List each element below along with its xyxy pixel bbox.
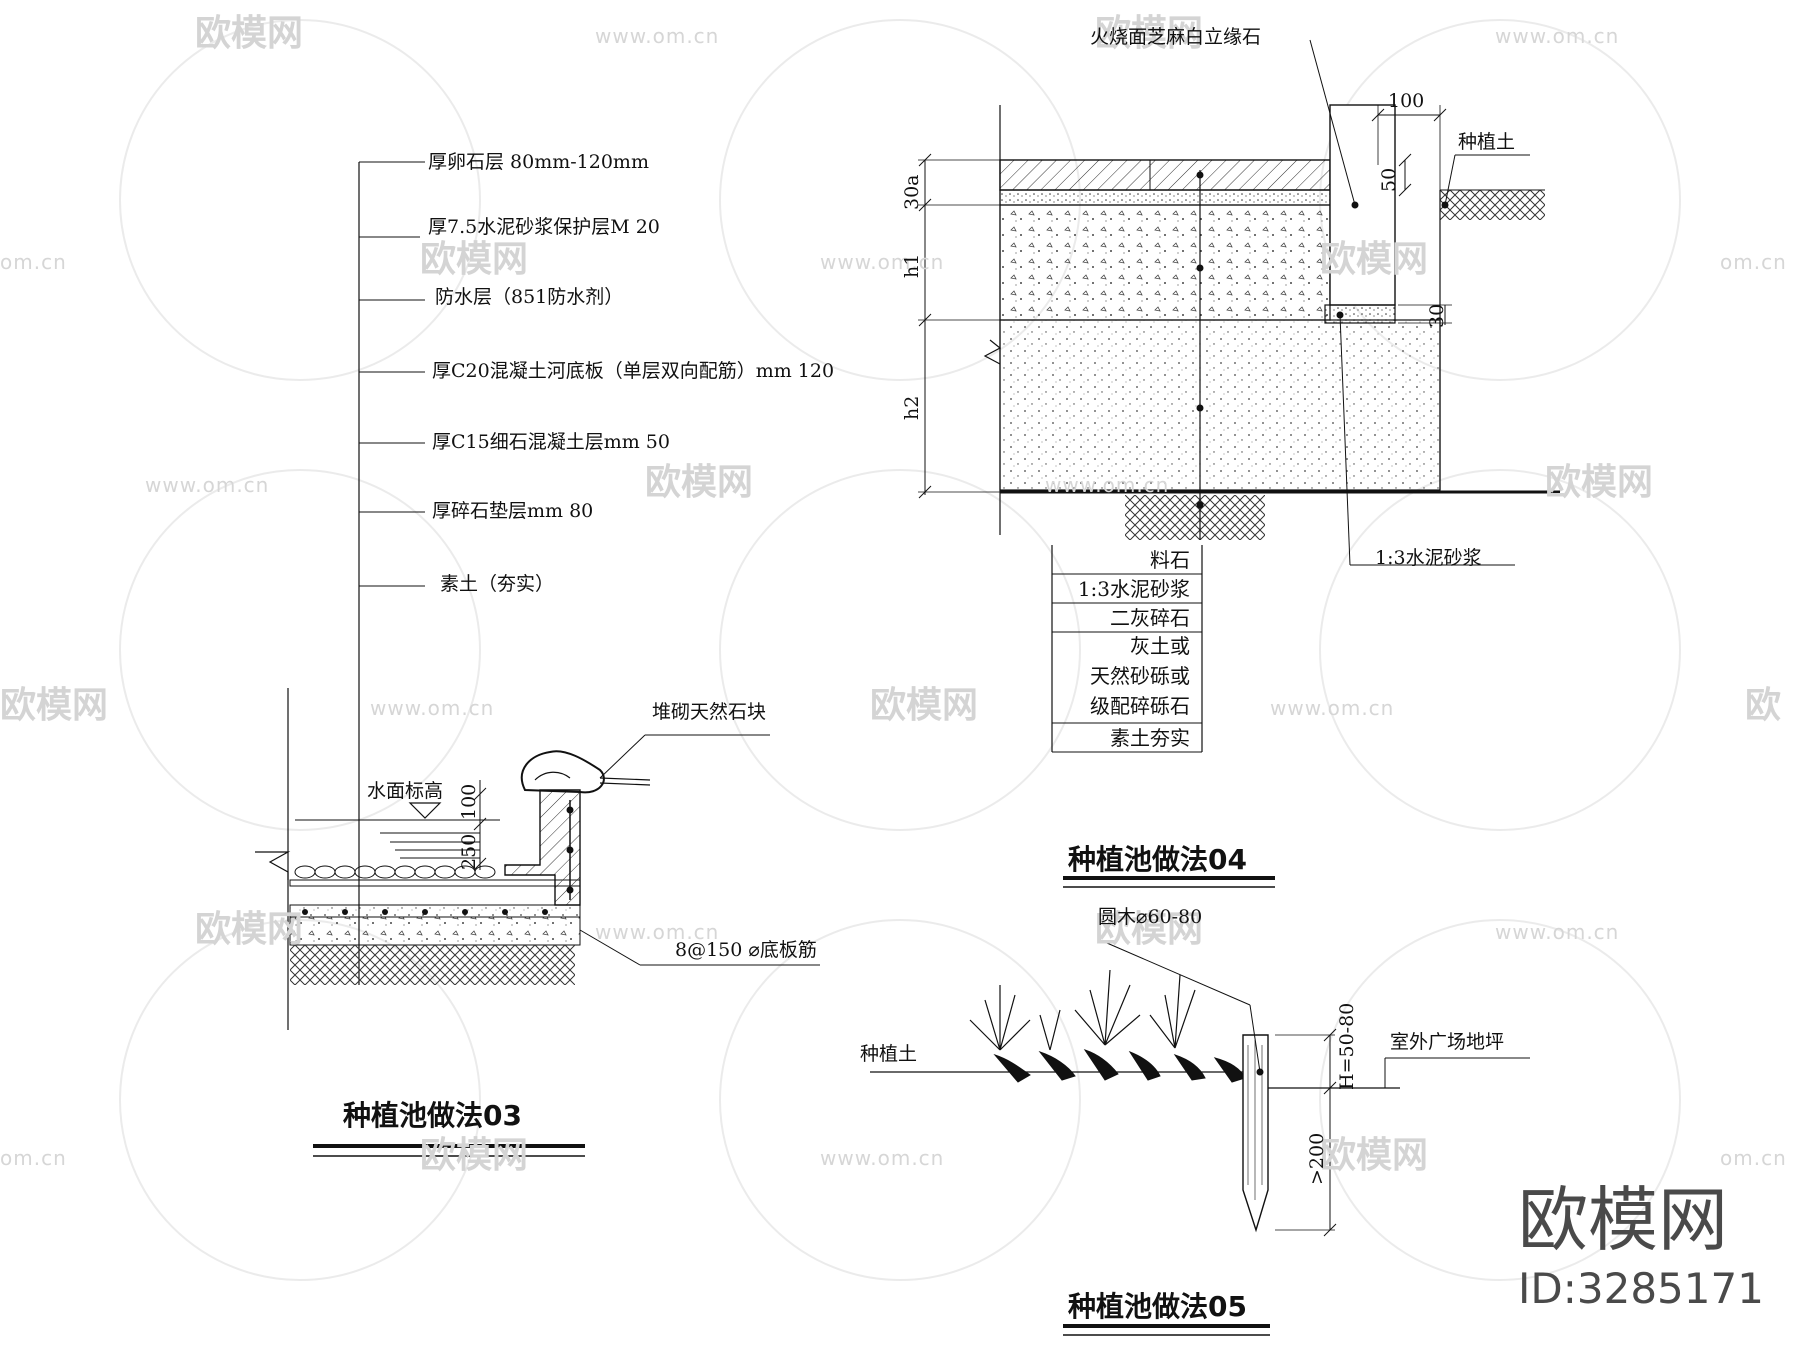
watermark-logo: 欧模网 xyxy=(1320,1135,1429,1176)
watermark-logo: 欧模网 xyxy=(0,685,109,726)
wood-stake-label: 圆木⌀60-80 xyxy=(1098,906,1203,928)
detail-04-title: 种植池做法04 xyxy=(1068,843,1247,876)
plaza-ground-label: 室外广场地坪 xyxy=(1390,1031,1505,1053)
dim-100-top: 100 xyxy=(1388,90,1425,112)
mortar-label: 1:3水泥砂浆 xyxy=(1375,547,1482,569)
watermark-url: om.cn xyxy=(0,250,67,274)
detail-05-drawing xyxy=(870,939,1530,1336)
layer-label: 厚卵石层 80mm-120mm xyxy=(428,151,649,173)
watermark-url: www.om.cn xyxy=(1045,473,1170,497)
dim-h: H=50-80 xyxy=(1336,1002,1358,1090)
dim-100: 100 xyxy=(458,783,480,820)
layer-label: 厚C20混凝土河底板（单层双向配筋）mm 120 xyxy=(432,360,835,382)
layer-label: 厚C15细石混凝土层mm 50 xyxy=(432,431,670,453)
planting-soil-label: 种植土 xyxy=(1458,131,1516,153)
dim-30: 30 xyxy=(1426,303,1448,328)
watermark-url: www.om.cn xyxy=(595,920,720,944)
watermark-url: www.om.cn xyxy=(1270,696,1395,720)
watermark-logo: 欧模网 xyxy=(1545,462,1654,503)
watermark-url: www.om.cn xyxy=(820,1146,945,1170)
watermark-url: om.cn xyxy=(1720,250,1787,274)
dim-h1: h1 xyxy=(901,253,923,278)
table-cell: 1:3水泥砂浆 xyxy=(1077,577,1190,601)
dim-200: >200 xyxy=(1306,1132,1328,1185)
table-cell: 级配碎砾石 xyxy=(1090,694,1190,718)
watermark-logo: 欧模网 xyxy=(870,685,979,726)
watermark-url: om.cn xyxy=(0,1146,67,1170)
watermark-url: www.om.cn xyxy=(595,24,720,48)
watermark-circles xyxy=(119,19,1681,1281)
watermark-logo: 欧模网 xyxy=(1095,13,1204,54)
table-cell: 素土夯实 xyxy=(1110,726,1190,750)
watermark-logo: 欧模网 xyxy=(420,1135,529,1176)
layer-table: 料石 1:3水泥砂浆 二灰碎石 灰土或 天然砂砾或 级配碎砾石 素土夯实 xyxy=(1052,545,1202,755)
dim-250: 250 xyxy=(458,833,480,870)
watermark-logo: 欧模网 xyxy=(195,909,304,950)
layer-label: 素土（夯实） xyxy=(440,573,555,595)
detail-04-drawing xyxy=(918,39,1560,888)
water-level-label: 水面标高 xyxy=(367,780,444,802)
brand-id: ID:3285171 xyxy=(1518,1264,1764,1313)
layer-label: 厚碎石垫层mm 80 xyxy=(432,500,594,522)
layer-label: 厚7.5水泥砂浆保护层M 20 xyxy=(428,216,660,238)
curb-stone-label: 火烧面芝麻白立缘石 xyxy=(1090,26,1262,48)
watermark-logo: 欧模网 xyxy=(195,13,304,54)
dim-30a: 30a xyxy=(901,174,923,210)
stone-label: 堆砌天然石块 xyxy=(652,701,767,723)
dim-50: 50 xyxy=(1378,167,1400,192)
detail-03-drawing xyxy=(255,161,820,1157)
watermark-logo: 欧模网 xyxy=(1095,909,1204,950)
table-cell: 灰土或 xyxy=(1130,634,1190,658)
watermark-logo: 欧 xyxy=(1745,685,1782,726)
watermark-logo: 欧模网 xyxy=(420,239,529,280)
watermark-url: om.cn xyxy=(1720,1146,1787,1170)
table-cell: 二灰碎石 xyxy=(1110,606,1190,630)
watermark-logo: 欧模网 xyxy=(645,462,754,503)
detail-05-title: 种植池做法05 xyxy=(1068,1290,1247,1323)
watermark-url: www.om.cn xyxy=(145,473,270,497)
table-cell: 天然砂砾或 xyxy=(1090,664,1190,688)
watermark-url: www.om.cn xyxy=(370,696,495,720)
brand-logo: 欧模网 xyxy=(1518,1179,1728,1261)
watermark-url: www.om.cn xyxy=(1495,920,1620,944)
watermark-url: www.om.cn xyxy=(820,250,945,274)
rebar-label: 8@150 ⌀底板筋 xyxy=(675,939,817,961)
layer-label: 防水层（851防水剂） xyxy=(435,286,624,308)
table-cell: 料石 xyxy=(1150,548,1190,572)
dim-h2: h2 xyxy=(901,395,923,420)
watermark-url: www.om.cn xyxy=(1495,24,1620,48)
detail-03-title: 种植池做法03 xyxy=(343,1099,522,1132)
planting-soil-label: 种植土 xyxy=(860,1043,918,1065)
watermark-logo: 欧模网 xyxy=(1320,239,1429,280)
